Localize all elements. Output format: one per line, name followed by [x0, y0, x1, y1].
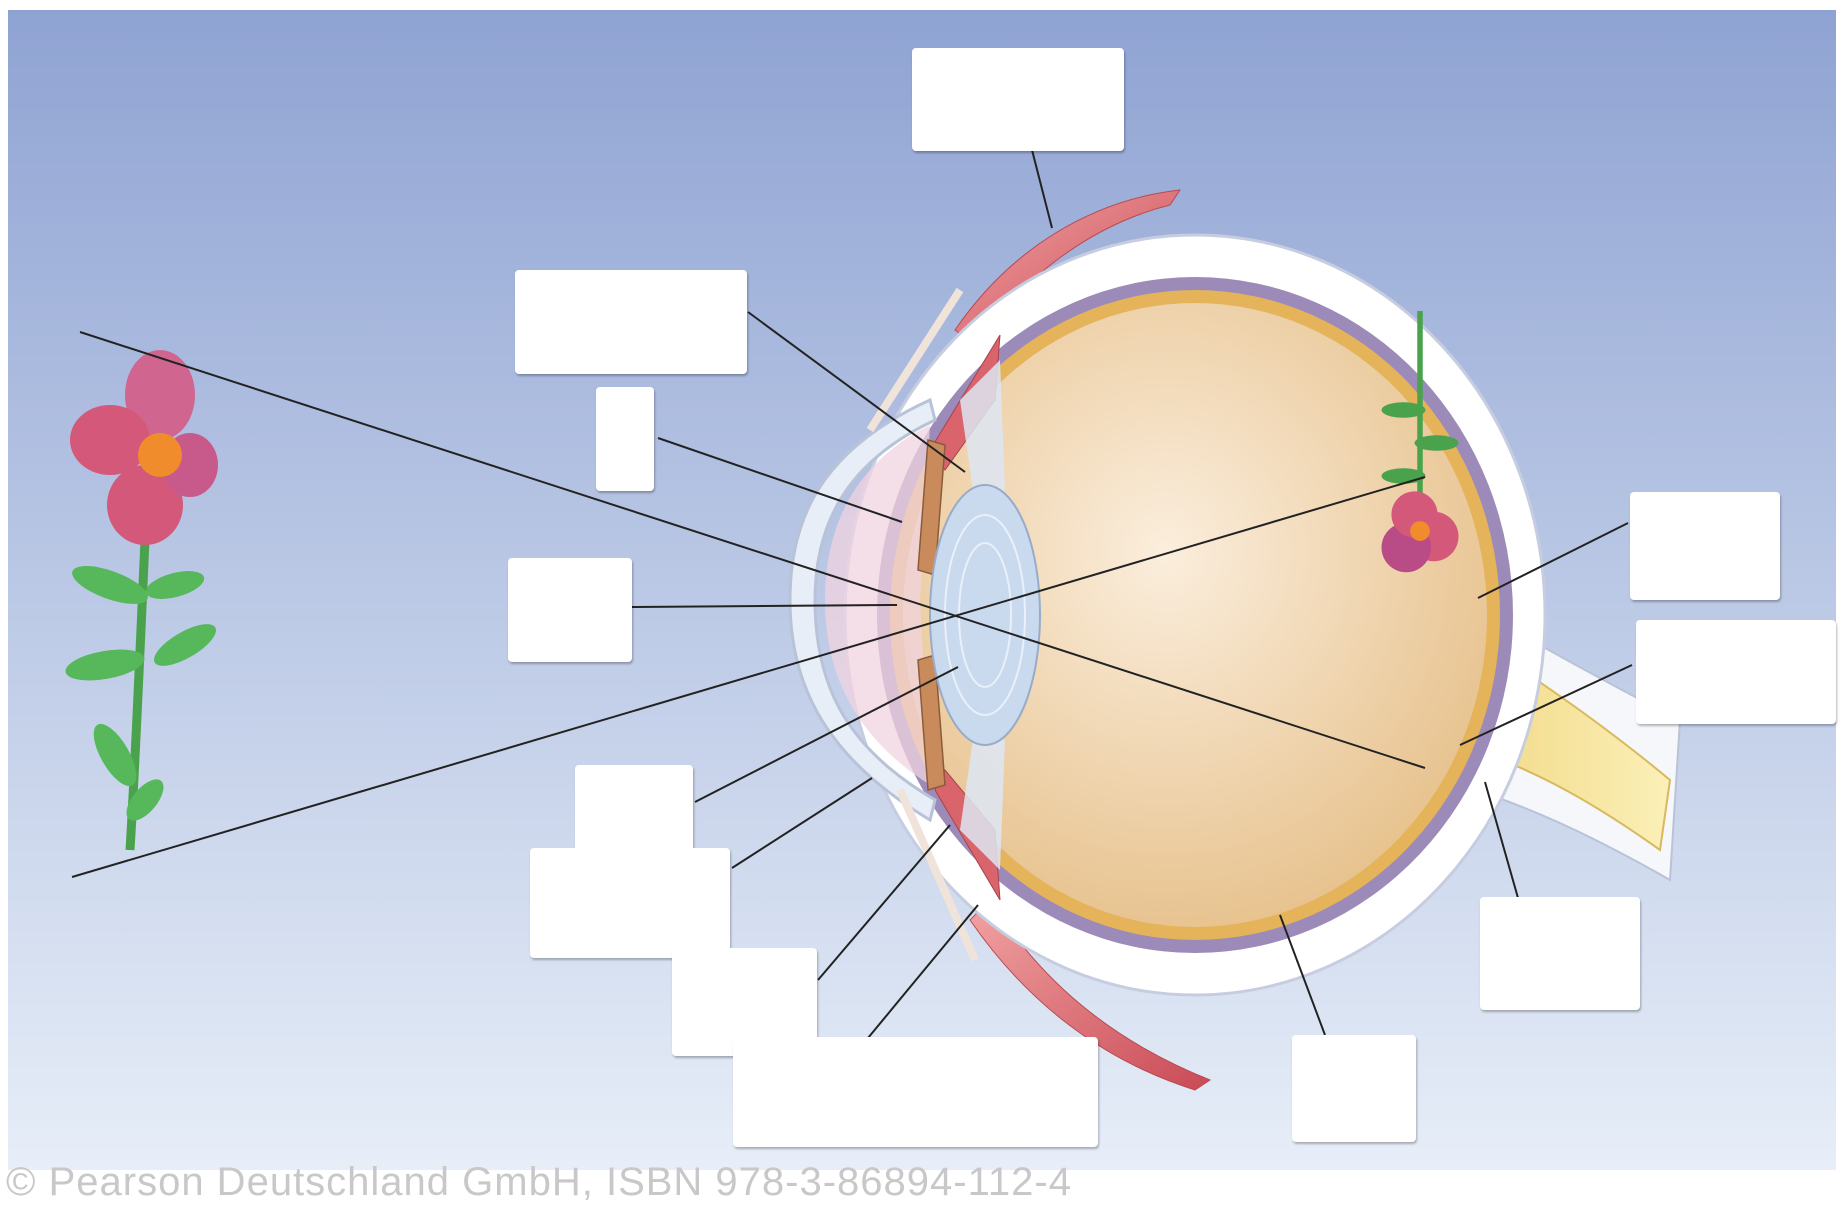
leaf: [93, 723, 137, 787]
leaf: [126, 779, 164, 821]
label-box[interactable]: [596, 387, 654, 491]
light-ray: [79, 331, 1426, 769]
lens: [929, 484, 1041, 746]
zonule-lower: [960, 725, 1005, 870]
label-box[interactable]: [1480, 897, 1640, 1010]
leaf: [154, 624, 216, 666]
label-box[interactable]: [508, 558, 632, 662]
vitreous-body: [903, 303, 1487, 927]
lens-ring-1: [944, 514, 1026, 716]
petal: [125, 350, 195, 440]
label-box[interactable]: [515, 270, 747, 374]
label-box[interactable]: [733, 1037, 1098, 1147]
object-flower: [65, 350, 218, 851]
label-box[interactable]: [1292, 1035, 1416, 1142]
eyelid-upper: [866, 287, 964, 433]
leaf: [145, 571, 205, 599]
petal: [107, 465, 183, 545]
eyelid-lower: [896, 788, 979, 962]
footer-copyright: © Pearson Deutschland GmbH, ISBN 978-3-8…: [6, 1160, 1072, 1204]
cornea: [788, 397, 937, 823]
label-box[interactable]: [1636, 620, 1836, 724]
label-box[interactable]: [912, 48, 1124, 151]
flower-center: [138, 433, 182, 477]
zonule-upper: [960, 360, 1005, 505]
label-box[interactable]: [1630, 492, 1780, 600]
petal: [70, 405, 150, 475]
leaf: [72, 566, 148, 604]
light-ray: [71, 476, 1426, 878]
retinal-image-flower: [1381, 310, 1459, 573]
leader-lines: [631, 149, 1633, 1039]
label-box[interactable]: [530, 848, 730, 958]
leaf: [65, 649, 145, 681]
